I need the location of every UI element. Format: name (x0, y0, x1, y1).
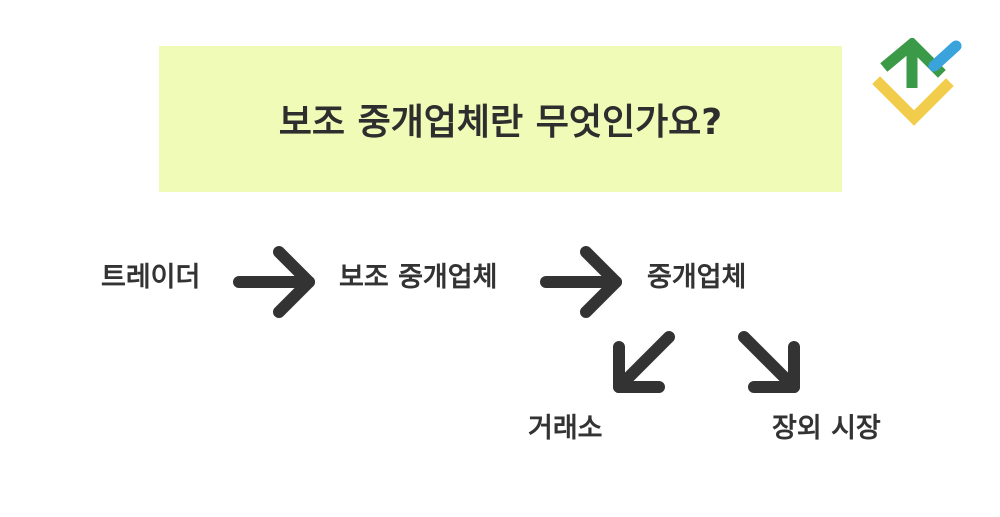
arrow-right-icon (540, 246, 622, 318)
arrow-right-icon (233, 246, 315, 318)
brand-logo-icon (872, 38, 962, 126)
node-otc-market: 장외 시장 (772, 413, 881, 444)
arrow-down-left-icon (613, 331, 675, 393)
node-exchange: 거래소 (528, 413, 603, 444)
node-sub-broker: 보조 중개업체 (339, 262, 498, 293)
node-broker: 중개업체 (647, 262, 747, 293)
page-title: 보조 중개업체란 무엇인가요? (278, 102, 723, 143)
arrow-down-right-icon (738, 331, 800, 393)
node-trader: 트레이더 (101, 262, 201, 293)
title-banner: 보조 중개업체란 무엇인가요? (159, 46, 842, 192)
